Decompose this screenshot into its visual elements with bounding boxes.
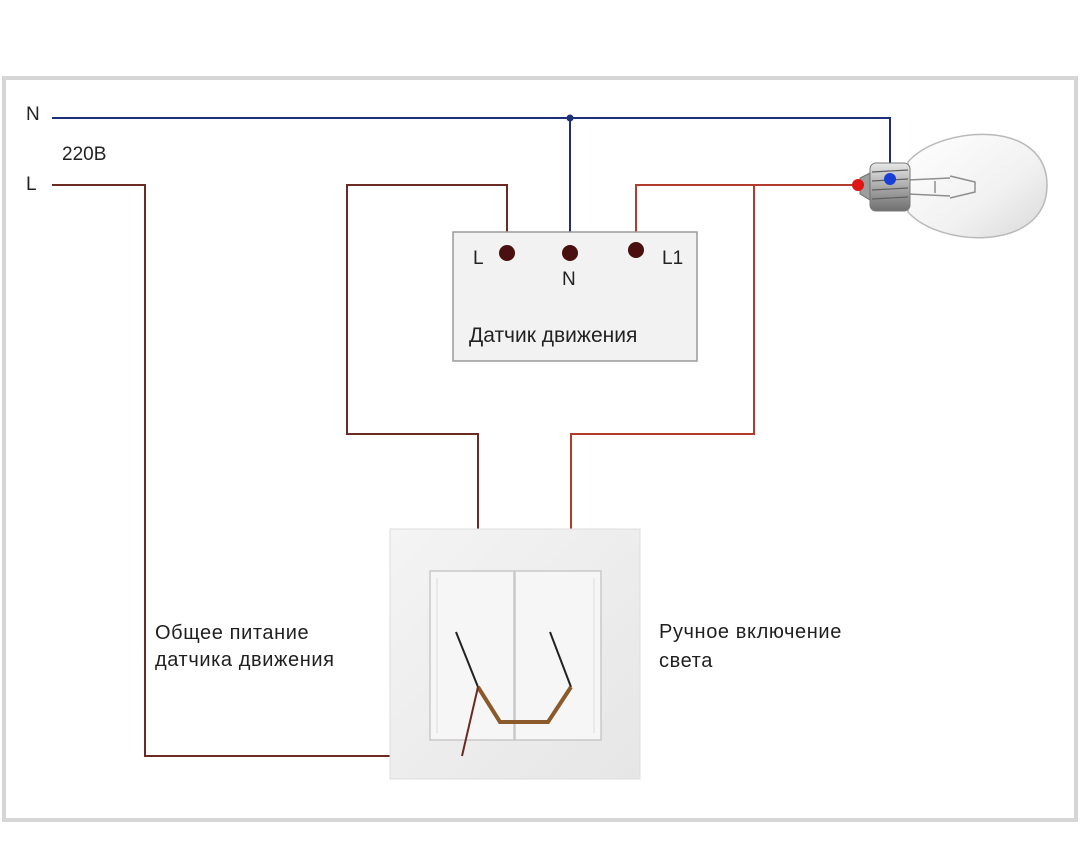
- neutral-junction: [566, 114, 574, 122]
- switch-bridge-wire: [476, 685, 573, 724]
- motion-sensor-title: Датчик движения: [469, 324, 637, 347]
- lamp-neutral-dot: [884, 173, 896, 185]
- neutral-wire-main: [52, 117, 891, 177]
- right-switch-contact: [549, 631, 572, 688]
- voltage-label: 220В: [62, 144, 106, 165]
- neutral-label: N: [26, 104, 40, 125]
- phase-label: L: [26, 174, 37, 195]
- manual-switch-wire: [570, 185, 755, 618]
- left-caption-line2: датчика движения: [155, 649, 335, 671]
- bulb-glass: [907, 133, 1048, 239]
- sensor-l1-wire: [635, 184, 858, 250]
- double-switch: [389, 528, 641, 780]
- phase-wire-supply: [52, 184, 462, 757]
- terminal-n: [562, 245, 578, 261]
- terminal-n-label: N: [562, 269, 576, 290]
- diagram-frame: [2, 76, 1078, 822]
- bulb-filament: [907, 175, 976, 199]
- sensor-l-wire: [346, 184, 508, 618]
- bulb-tip: [859, 172, 871, 201]
- lamp-phase-dot: [852, 179, 864, 191]
- terminal-l1: [628, 242, 644, 258]
- terminal-l1-label: L1: [662, 248, 683, 269]
- right-caption-line1: Ручное включение: [659, 621, 842, 643]
- motion-sensor: L N L1 Датчик движения: [452, 231, 698, 362]
- terminal-l: [499, 245, 515, 261]
- right-caption-line2: света: [659, 650, 713, 672]
- motion-sensor-body: [452, 231, 698, 362]
- switch-common-feed: [461, 686, 479, 757]
- left-switch-contact: [455, 631, 479, 688]
- left-caption-line1: Общее питание: [155, 622, 309, 644]
- light-bulb: [852, 133, 1048, 239]
- terminal-l-label: L: [473, 248, 484, 269]
